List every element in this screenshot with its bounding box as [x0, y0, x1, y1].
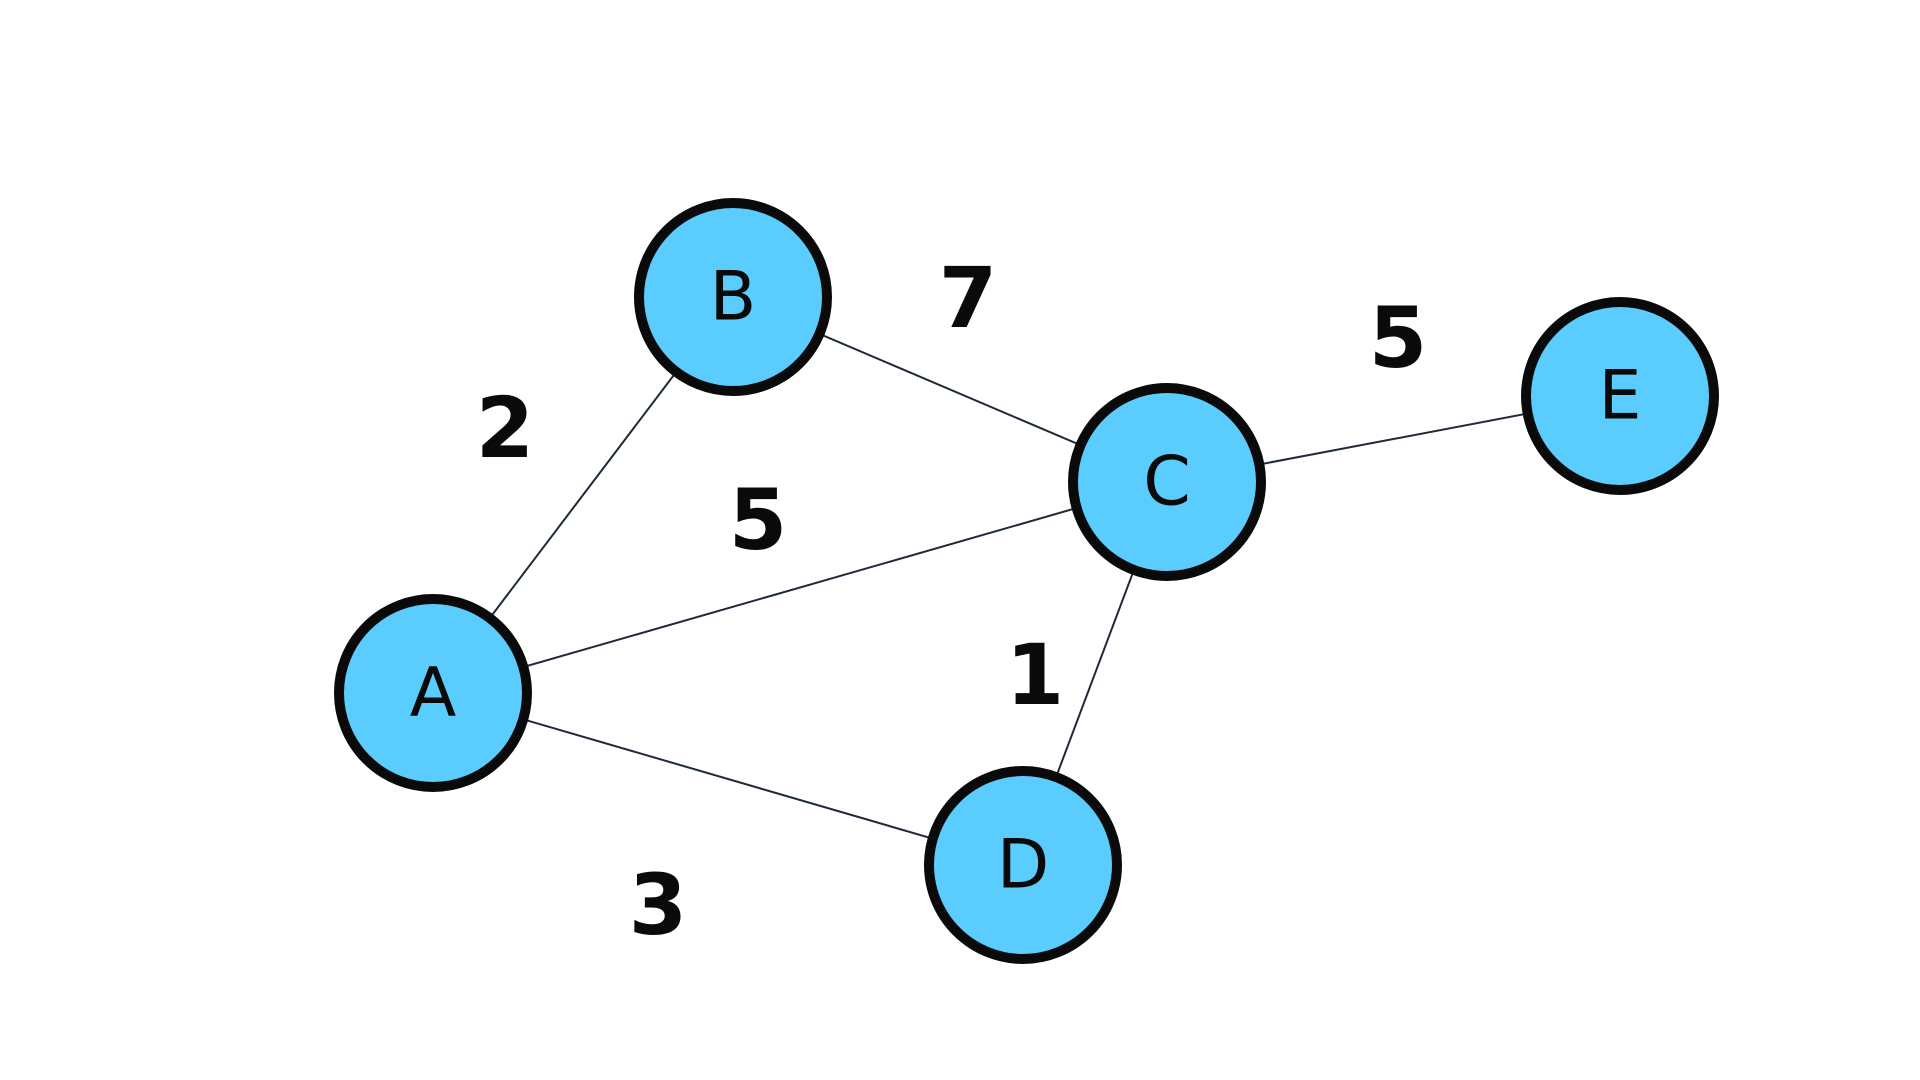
node-c: C	[1068, 383, 1266, 581]
node-e: E	[1521, 297, 1719, 495]
edge-weight-b-c: 7	[939, 249, 997, 347]
node-label-a: A	[410, 654, 457, 733]
node-circle-e	[1521, 297, 1719, 495]
edge-a-d	[432, 692, 1024, 866]
node-circle-a	[334, 594, 532, 792]
nodes-layer: A B C D E	[334, 198, 1719, 964]
node-b: B	[634, 198, 832, 396]
edge-weight-c-d: 1	[1006, 626, 1064, 724]
edge-weight-a-b: 2	[476, 379, 534, 477]
edge-weight-a-d: 3	[629, 856, 687, 954]
node-circle-b	[634, 198, 832, 396]
node-label-c: C	[1143, 443, 1190, 522]
edge-weight-c-e: 5	[1369, 289, 1427, 387]
node-circle-d	[924, 766, 1122, 964]
node-label-e: E	[1599, 357, 1642, 436]
node-circle-c	[1068, 383, 1266, 581]
edge-weight-a-c: 5	[729, 471, 787, 569]
node-label-d: D	[997, 826, 1049, 905]
node-d: D	[924, 766, 1122, 964]
edge-weights-layer: 2 7 5 5 1 3	[476, 249, 1427, 954]
node-a: A	[334, 594, 532, 792]
node-label-b: B	[710, 258, 757, 337]
edge-a-c	[432, 481, 1168, 694]
